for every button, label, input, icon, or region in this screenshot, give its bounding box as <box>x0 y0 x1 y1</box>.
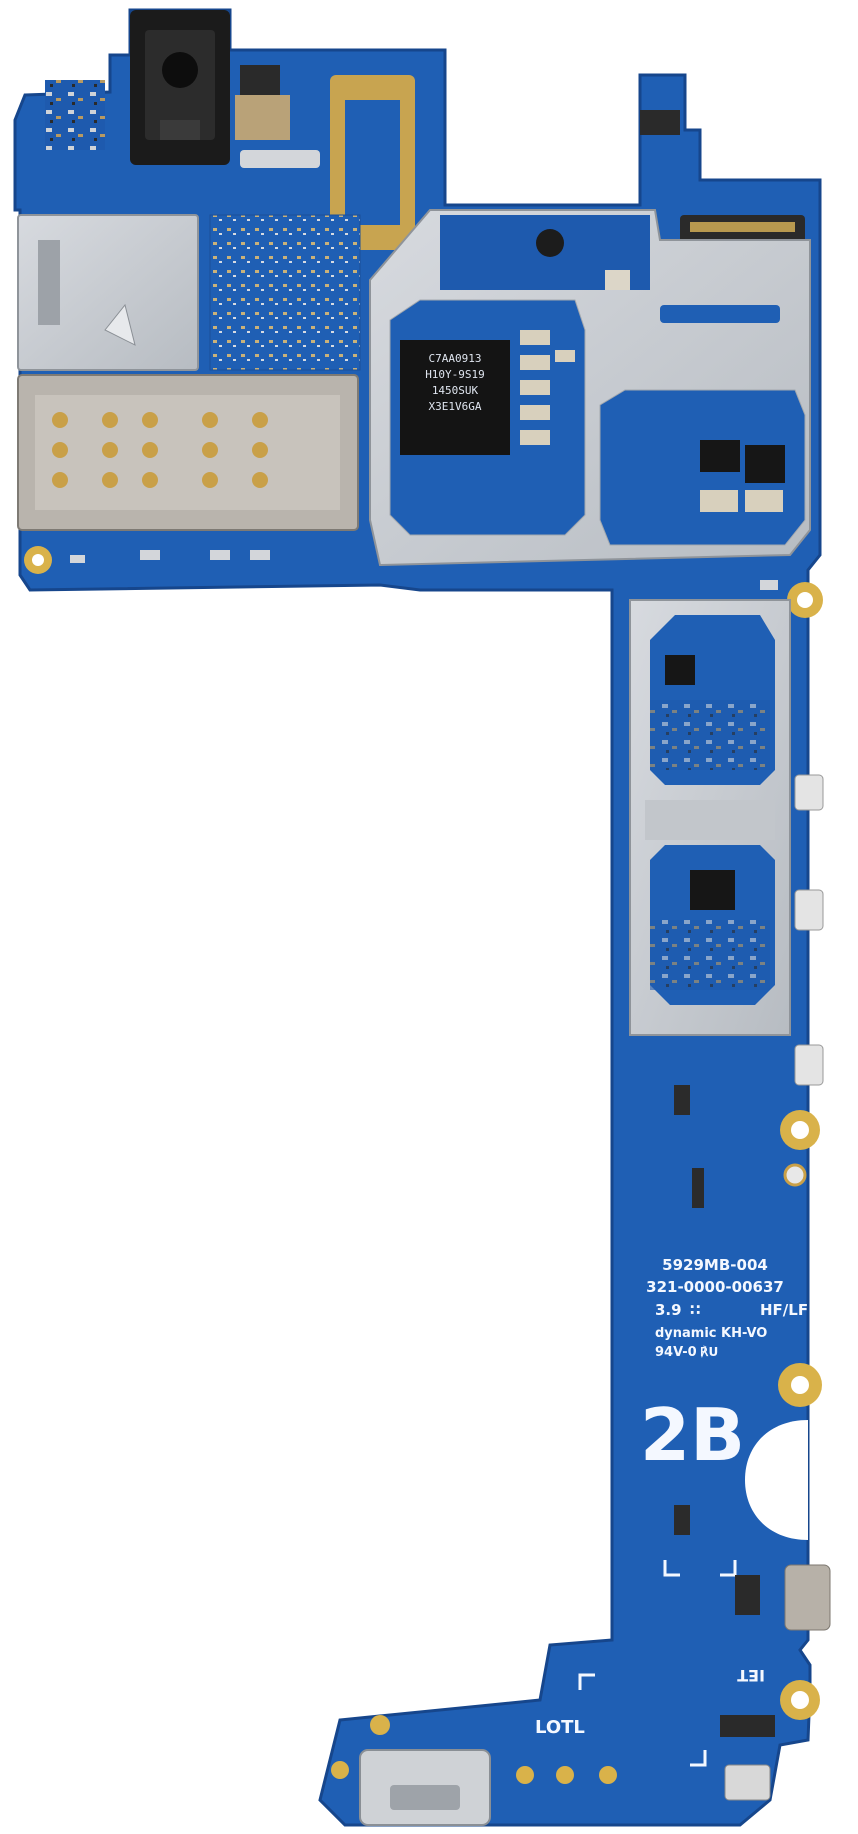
board-connector-pins <box>690 222 795 232</box>
smd-cluster <box>650 700 770 770</box>
via <box>783 1163 807 1187</box>
top-component-3 <box>240 150 320 168</box>
board-part-number: 321-0000-00637 <box>646 1278 784 1296</box>
big-board-label: 2B <box>640 1393 745 1477</box>
component <box>735 1575 760 1615</box>
chip-line-3: 1450SUK <box>432 384 479 397</box>
component-cluster <box>45 80 105 150</box>
bga-area <box>209 214 361 371</box>
test-pad <box>516 1766 534 1784</box>
spec-left: 3.9 <box>655 1301 682 1319</box>
antenna-label-right: IET <box>737 1666 765 1685</box>
component <box>692 1168 704 1208</box>
side-button-contact <box>794 1044 824 1086</box>
sd-card-slot <box>17 214 199 371</box>
led-component <box>674 1085 690 1115</box>
board-model-label: 5929MB-004 <box>662 1256 768 1274</box>
test-pad <box>599 1766 617 1784</box>
pmic-chip <box>700 440 740 472</box>
component <box>674 1505 690 1535</box>
spec-mid: ∷ <box>690 1301 700 1319</box>
mounting-hole <box>787 582 823 618</box>
component <box>605 270 630 290</box>
mounting-hole <box>780 1680 820 1720</box>
microphone <box>724 1764 771 1801</box>
memory-chip <box>690 870 735 910</box>
sensor-chip <box>665 655 695 685</box>
spec-right: HF/LF <box>760 1301 808 1319</box>
top-component-2 <box>235 95 290 140</box>
chip-line-1: C7AA0913 <box>429 352 482 365</box>
chip-line-4: X3E1V6GA <box>429 400 482 413</box>
antenna-label-left: LOTL <box>535 1717 585 1738</box>
side-button-contact <box>794 889 824 931</box>
headphone-jack <box>130 10 230 165</box>
camera-connector <box>330 75 415 250</box>
mounting-hole <box>780 1110 820 1150</box>
material-label: dynamic KH-VO <box>655 1326 767 1341</box>
rf-chip <box>745 445 785 483</box>
usb-port <box>359 1749 491 1826</box>
mounting-hole <box>24 546 52 574</box>
side-button-contact <box>794 774 824 811</box>
tab-component <box>640 110 680 135</box>
component <box>720 1715 775 1737</box>
mounting-hole <box>778 1363 822 1407</box>
test-pad <box>370 1715 390 1735</box>
ul-mark: ℟U <box>700 1345 718 1359</box>
chip-line-2: H10Y-9S19 <box>425 368 485 381</box>
smd-cluster <box>650 920 770 990</box>
test-pad <box>556 1766 574 1784</box>
rating-label: 94V-0 <box>655 1345 697 1360</box>
small-parts <box>70 550 778 590</box>
processor-chip: C7AA0913 H10Y-9S19 1450SUK X3E1V6GA <box>400 340 510 455</box>
inductor <box>536 229 564 257</box>
test-pad <box>331 1761 349 1779</box>
pcb-notch <box>745 1420 808 1540</box>
vibration-motor <box>784 1564 831 1631</box>
sim-card-slot <box>17 374 359 531</box>
passive-components <box>520 330 783 512</box>
